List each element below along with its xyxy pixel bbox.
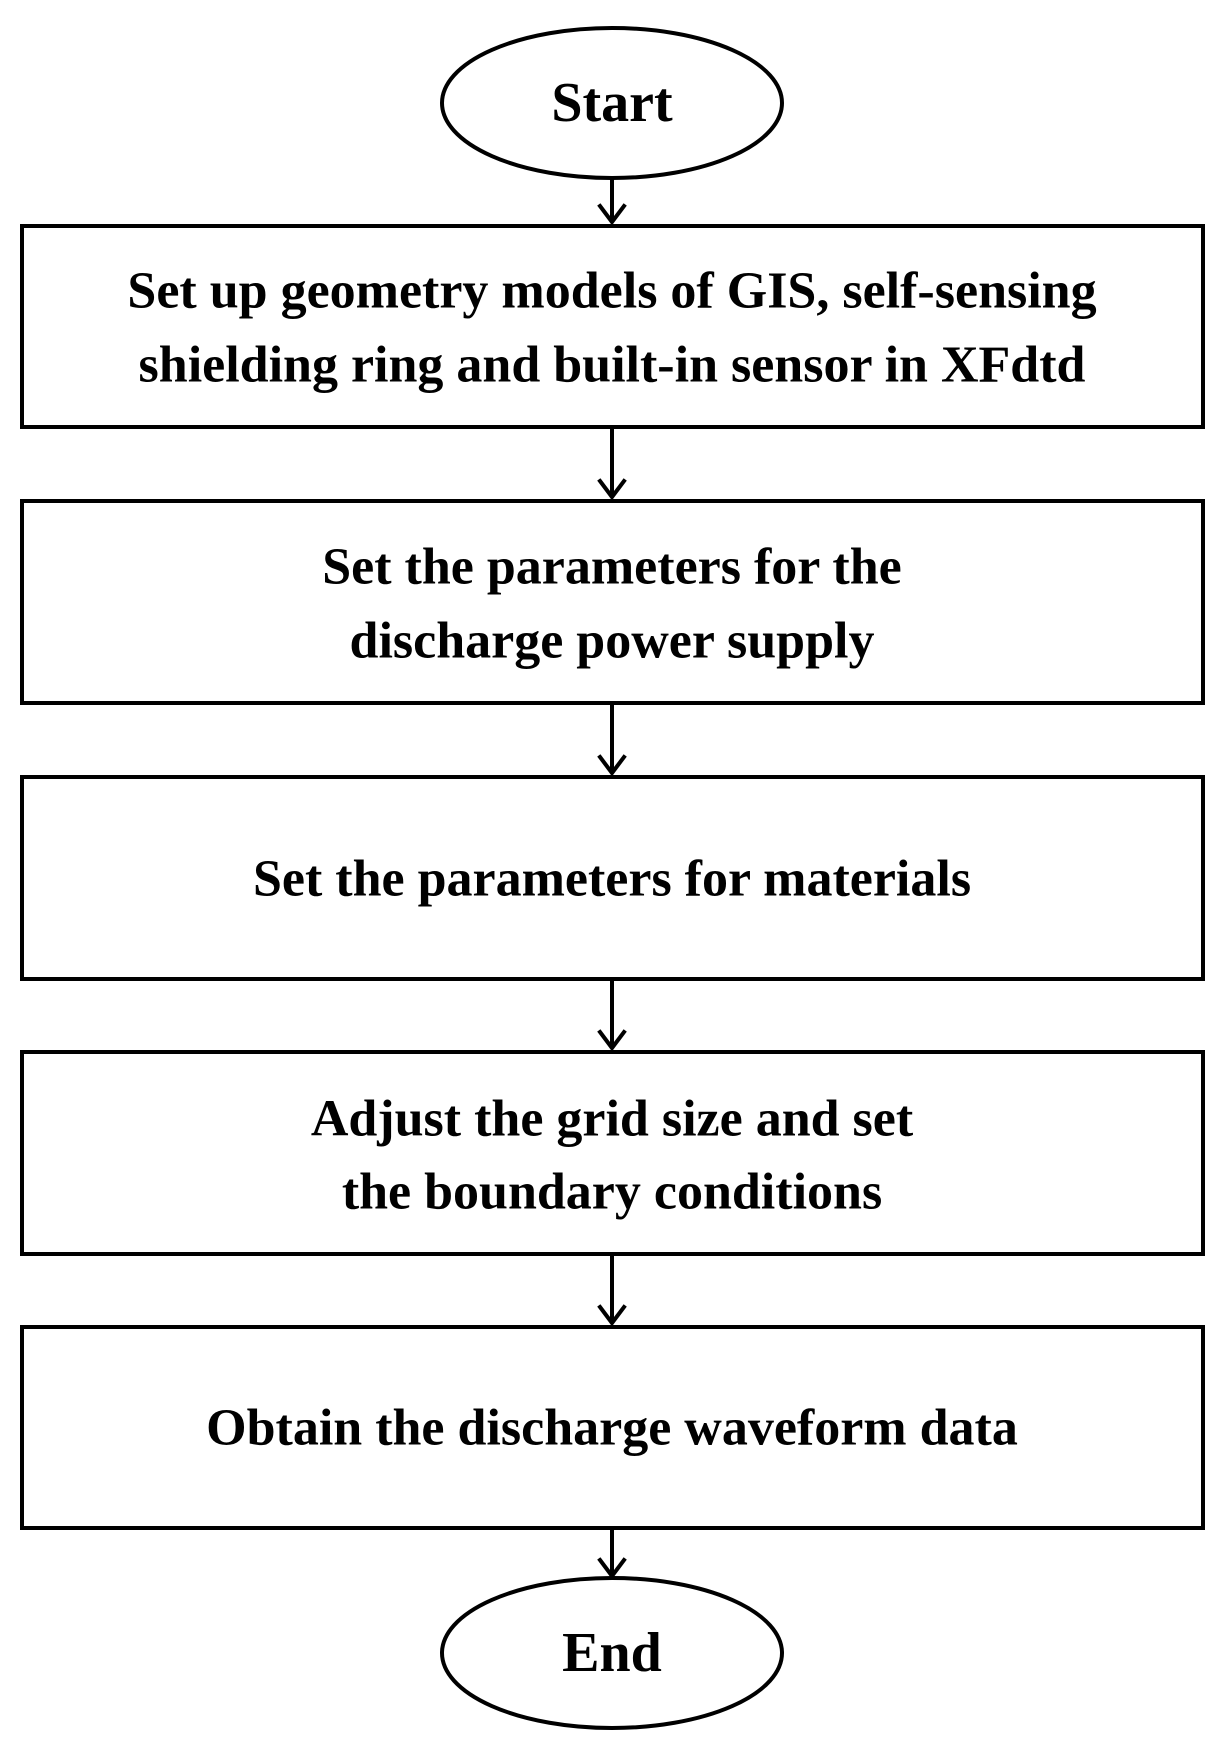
step-2-line-1: Set the parameters for the: [322, 539, 902, 596]
end-label: End: [562, 1622, 662, 1684]
step-2-node: Set the parameters for the discharge pow…: [20, 499, 1205, 705]
start-label: Start: [551, 72, 673, 134]
step-5-line-1: Obtain the discharge waveform data: [206, 1400, 1018, 1457]
arrow-step-4-to-step-5: [597, 1254, 627, 1327]
step-4-line-1: Adjust the grid size and set: [311, 1091, 914, 1148]
step-5-box: [20, 1325, 1205, 1530]
step-1-box: [20, 224, 1205, 429]
step-3-line-1: Set the parameters for materials: [253, 851, 971, 908]
step-4-box: [20, 1050, 1205, 1256]
arrow-step-1-to-step-2: [597, 427, 627, 501]
step-4-node: Adjust the grid size and set the boundar…: [20, 1050, 1205, 1256]
arrow-start-to-step-1: [597, 178, 627, 226]
step-1-node: Set up geometry models of GIS, self-sens…: [20, 224, 1205, 429]
step-4-line-2: the boundary conditions: [342, 1164, 882, 1221]
step-1-line-2: shielding ring and built-in sensor in XF…: [139, 337, 1086, 394]
step-1-line-1: Set up geometry models of GIS, self-sens…: [127, 263, 1096, 320]
step-2-line-2: discharge power supply: [350, 613, 875, 670]
step-5-node: Obtain the discharge waveform data: [20, 1325, 1205, 1530]
arrow-step-5-to-end: [597, 1528, 627, 1580]
end-node: End: [440, 1576, 784, 1730]
step-3-node: Set the parameters for materials: [20, 775, 1205, 981]
step-2-box: [20, 499, 1205, 705]
end-ellipse: [440, 1576, 784, 1730]
arrow-step-3-to-step-4: [597, 979, 627, 1052]
start-node: Start: [440, 26, 784, 180]
arrow-step-2-to-step-3: [597, 703, 627, 777]
